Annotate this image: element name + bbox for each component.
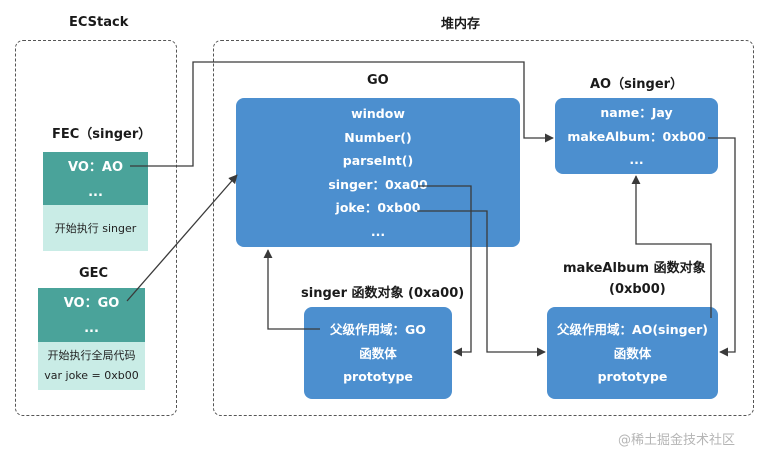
go-row: ... [370, 223, 386, 239]
makealbum-fn-title-line: (0xb00) [609, 282, 666, 297]
joke-ref-to-makealbum-fn-arrow [417, 210, 546, 357]
ao-object: name：Jay makeAlbum：0xb00 ... [555, 98, 718, 174]
gec-vo-to-go-arrow [126, 174, 238, 302]
gec-exec-line: var joke = 0xb00 [44, 369, 139, 382]
makealbum-fn-object: 父级作用域：AO(singer) 函数体 prototype [547, 307, 718, 399]
singer-ref-to-singer-fn-arrow [418, 185, 472, 357]
fec-exec-text: 开始执行 singer [54, 222, 137, 235]
go-row: joke：0xb00 [335, 200, 421, 215]
singer-fn-object: 父级作用域：GO 函数体 prototype [304, 307, 452, 399]
singer-fn-row: 函数体 [359, 345, 397, 361]
ecstack-container [15, 40, 177, 416]
singer-fn-row: 父级作用域：GO [330, 322, 426, 337]
fec-ellipsis-cell: ... [43, 179, 148, 205]
singer-fn-title: singer 函数对象 (0xa00) [301, 286, 465, 301]
fec-vo-to-ao-arrow [130, 61, 554, 167]
go-row: singer：0xa00 [328, 176, 428, 192]
gec-exec-cell: 开始执行全局代码 var joke = 0xb00 [38, 342, 145, 390]
gec-vo-cell: VO：GO [38, 288, 145, 315]
go-object: window Number() parseInt() singer：0xa00 … [236, 98, 520, 247]
makealbum-fn-parent-to-ao-arrow [631, 175, 712, 318]
makealbum-fn-row: 函数体 [613, 345, 652, 361]
heap-container [213, 40, 754, 416]
go-title: GO [367, 73, 389, 88]
ao-row: makeAlbum：0xb00 [567, 128, 706, 144]
makealbum-fn-row: 父级作用域：AO(singer) [557, 322, 708, 337]
makealbum-ref-to-makealbum-fn-arrow [708, 137, 736, 357]
ao-row: ... [629, 152, 644, 167]
heap-title: 堆内存 [441, 17, 481, 32]
makealbum-fn-row: prototype [597, 369, 668, 384]
ecstack-title: ECStack [69, 15, 129, 30]
go-row: window [351, 106, 405, 121]
watermark: @稀土掘金技术社区 [618, 433, 736, 448]
go-row: Number() [344, 129, 412, 145]
gec-ellipsis-cell: ... [38, 315, 145, 342]
fec-title: FEC（singer） [52, 127, 152, 142]
fec-vo-cell: VO：AO [43, 152, 148, 179]
makealbum-fn-title-line: makeAlbum 函数对象 [563, 261, 706, 276]
fec-exec-cell: 开始执行 singer [43, 205, 148, 251]
singer-fn-row: prototype [343, 369, 413, 384]
singer-fn-parent-to-go-arrow [263, 249, 320, 330]
ao-row: name：Jay [600, 105, 673, 120]
gec-exec-line: 开始执行全局代码 [47, 349, 136, 362]
go-row: parseInt() [342, 153, 414, 168]
ao-title: AO（singer） [590, 77, 684, 92]
gec-title: GEC [79, 266, 109, 281]
